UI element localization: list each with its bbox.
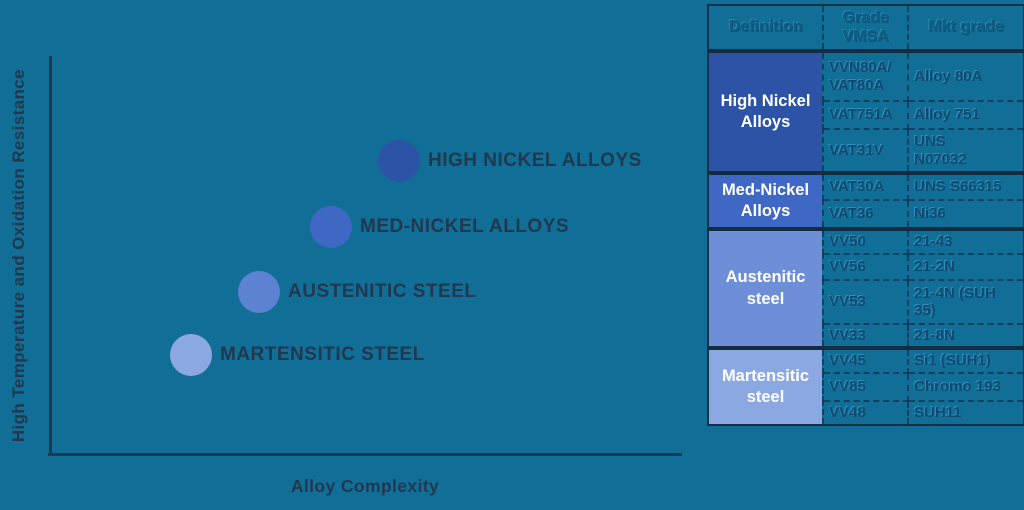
grade-cell: VV50: [822, 228, 909, 255]
data-point-high-nickel-alloys: HIGH NICKEL ALLOYS: [378, 140, 642, 182]
data-point-austenitic-steel: AUSTENITIC STEEL: [238, 271, 477, 313]
grade-cell: VV56: [822, 253, 909, 281]
mkt-cell: Alloy 80A: [907, 50, 1024, 102]
grade-cell: VV53: [822, 279, 909, 325]
grade-cell: VAT751A: [822, 100, 909, 130]
table-row: High Nickel Alloys VVN80A/ VAT80A Alloy …: [707, 50, 1024, 174]
bubble-high-nickel-alloys: [378, 140, 420, 182]
group-austenitic-steel: Austenitic steel VV50 21-43 VV56 21-2N V…: [707, 228, 1024, 349]
mkt-cell: Chromo 193: [907, 372, 1024, 402]
point-label-med-nickel-alloys: MED-NICKEL ALLOYS: [360, 216, 570, 237]
table-row: VAT36 Ni36: [708, 199, 1024, 230]
definition-cell-high-nickel: High Nickel Alloys: [707, 50, 824, 174]
table-row: Med-Nickel Alloys VAT30A UNS S66315: [707, 172, 1024, 230]
data-point-martensitic-steel: MARTENSITIC STEEL: [170, 334, 425, 376]
mkt-cell: 21-4N (SUH 35): [907, 279, 1024, 325]
grade-cell: VVN80A/ VAT80A: [822, 50, 909, 102]
table-row: VAT751A Alloy 751: [708, 100, 1024, 130]
table-row: VV48 SUH11: [708, 400, 1024, 426]
bubble-martensitic-steel: [170, 334, 212, 376]
grade-cell: VAT31V: [822, 128, 909, 174]
header-mkt-grade: Mkt grade: [907, 4, 1024, 52]
mkt-cell: 21-8N: [907, 323, 1024, 349]
table-row: VV85 Chromo 193: [708, 372, 1024, 402]
grade-table: Definition Grade VMSA Mkt grade High Nic…: [707, 4, 1024, 426]
grade-table-grid: Definition Grade VMSA Mkt grade High Nic…: [707, 4, 1024, 426]
group-high-nickel-alloys: High Nickel Alloys VVN80A/ VAT80A Alloy …: [707, 50, 1024, 174]
y-axis-line: [49, 56, 52, 456]
grade-cell: VAT36: [822, 199, 909, 230]
grade-cell: VV45: [822, 347, 909, 374]
table-row: VV53 21-4N (SUH 35): [708, 279, 1024, 325]
definition-cell-martensitic: Martensitic steel: [707, 347, 824, 426]
mkt-cell: UNS N07032: [907, 128, 1024, 174]
data-point-med-nickel-alloys: MED-NICKEL ALLOYS: [310, 206, 569, 248]
definition-cell-austenitic: Austenitic steel: [707, 228, 824, 349]
table-row: VAT31V UNS N07032: [708, 128, 1024, 174]
mkt-cell: 21-2N: [907, 253, 1024, 281]
point-label-high-nickel-alloys: HIGH NICKEL ALLOYS: [428, 150, 642, 171]
grade-cell: VV85: [822, 372, 909, 402]
mkt-cell: SUH11: [907, 400, 1024, 426]
grade-cell: VAT30A: [822, 172, 909, 201]
mkt-cell: Alloy 751: [907, 100, 1024, 130]
point-label-austenitic-steel: AUSTENITIC STEEL: [288, 281, 477, 302]
table-row: Martensitic steel VV45 Si1 (SUH1): [707, 347, 1024, 426]
bubble-austenitic-steel: [238, 271, 280, 313]
header-grade-vmsa: Grade VMSA: [822, 4, 909, 52]
x-axis-label: Alloy Complexity: [290, 476, 440, 496]
definition-cell-med-nickel: Med-Nickel Alloys: [707, 172, 824, 230]
grade-cell: VV48: [822, 400, 909, 426]
point-label-martensitic-steel: MARTENSITIC STEEL: [220, 344, 425, 365]
grade-cell: VV33: [822, 323, 909, 349]
table-row: VV56 21-2N: [708, 253, 1024, 281]
mkt-cell: Ni36: [907, 199, 1024, 230]
x-axis-line: [48, 453, 682, 456]
group-martensitic-steel: Martensitic steel VV45 Si1 (SUH1) VV85 C…: [707, 347, 1024, 426]
group-med-nickel-alloys: Med-Nickel Alloys VAT30A UNS S66315 VAT3…: [707, 172, 1024, 230]
table-header-row: Definition Grade VMSA Mkt grade: [707, 4, 1024, 52]
y-axis-label: High Temperature and Oxidation Resistanc…: [4, 57, 34, 455]
mkt-cell: UNS S66315: [907, 172, 1024, 201]
y-axis-label-text: High Temperature and Oxidation Resistanc…: [9, 69, 28, 443]
mkt-cell: 21-43: [907, 228, 1024, 255]
header-definition: Definition: [707, 4, 824, 52]
bubble-med-nickel-alloys: [310, 206, 352, 248]
table-row: Austenitic steel VV50 21-43: [707, 228, 1024, 349]
table-row: VV33 21-8N: [708, 323, 1024, 349]
mkt-cell: Si1 (SUH1): [907, 347, 1024, 374]
